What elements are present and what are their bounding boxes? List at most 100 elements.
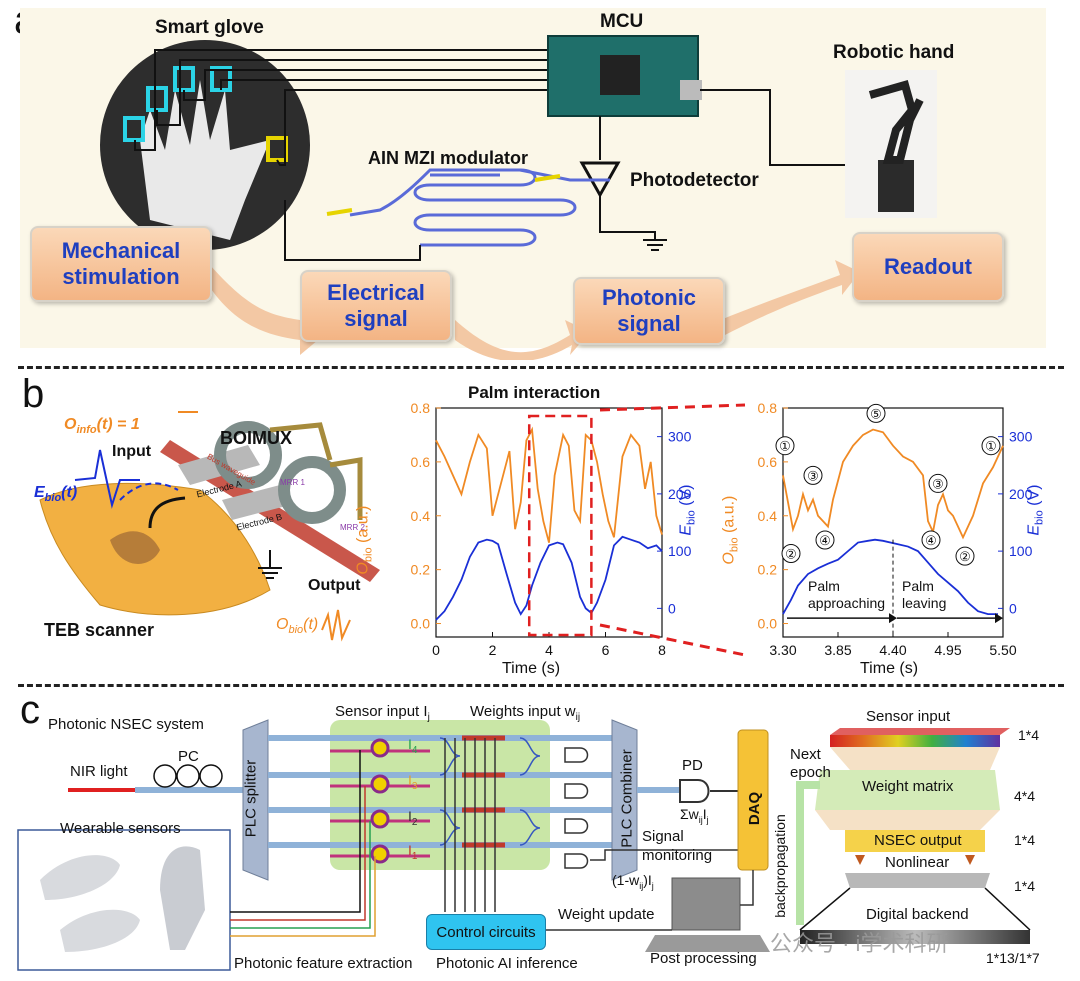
chart1-xtick-label: 8 <box>658 642 666 658</box>
sensor-wires <box>230 750 376 937</box>
digital-backend-bar <box>800 930 1030 944</box>
plc-combiner-label: PLC Combiner <box>618 749 636 848</box>
chart1-series-e-bio <box>435 535 663 621</box>
chart2-yltick-label: 0.6 <box>758 454 778 470</box>
electrode-b <box>222 485 290 520</box>
smart-glove-label: Smart glove <box>155 17 264 38</box>
control-wires <box>444 738 496 912</box>
flow-box-readout-text: Readout <box>884 253 972 279</box>
chart2-state-marker-label: ② <box>959 549 971 564</box>
chart2-state-marker <box>775 436 795 456</box>
o-info-sub: info <box>76 424 97 437</box>
sensor-input-ij-sub: j <box>427 712 430 723</box>
sum-w-label: ΣwijIj <box>680 806 709 825</box>
i3-main: I <box>408 772 412 788</box>
flow-box-mechanical-text: Mechanical stimulation <box>61 237 181 289</box>
chart2-yrtick-label: 200 <box>1009 486 1033 502</box>
i4-label: I4 <box>408 736 417 756</box>
dim-sensor-input: 1*4 <box>1018 727 1040 743</box>
plc-combiner-body <box>611 719 638 881</box>
boimux-diagram <box>39 411 380 642</box>
one-minus-sub: ij <box>639 880 644 891</box>
chart2-xtick-label: 4.40 <box>879 642 906 658</box>
nsec-system-label: Photonic NSEC system <box>48 716 204 733</box>
chart1-yltick-label: 0.8 <box>411 400 431 416</box>
o-bio-sub: bio <box>288 624 304 637</box>
boimux-label: BOIMUX <box>220 428 292 448</box>
o-bio-rest: (t) <box>303 616 319 633</box>
teb-scanner-label: TEB scanner <box>44 620 155 640</box>
divider-bc <box>18 684 1064 687</box>
wearable-shoe-2 <box>60 909 140 952</box>
one-minus-main: (1-w <box>612 872 640 888</box>
modulator-label: AIN MZI modulator <box>368 148 528 168</box>
flow-box-mechanical: Mechanical stimulation <box>30 226 212 302</box>
o-info-rest: (t) = 1 <box>96 416 140 433</box>
chart2-yrtick-label: 100 <box>1009 543 1033 559</box>
nonlinear-bar <box>845 873 990 888</box>
signal-monitoring-label: Signal monitoring <box>642 828 713 864</box>
post-processing-label: Post processing <box>650 950 757 967</box>
sensor-input-ij-label: Sensor input Ij <box>335 703 430 723</box>
i2-sub: 2 <box>411 816 418 828</box>
sum-w-sub1: ij <box>698 814 703 825</box>
daq-label: DAQ <box>746 791 764 826</box>
chart1-yrtick-label: 200 <box>668 486 692 502</box>
sensor-input-ij-text: Sensor input I <box>335 703 428 720</box>
flow-arrows <box>205 260 860 360</box>
chart2-state-marker-label: ① <box>985 439 997 454</box>
e-bio-sub: bio <box>44 492 62 505</box>
plc-splitter-label: PLC splitter <box>242 759 260 838</box>
chart2-state-marker-label: ① <box>779 439 791 454</box>
i3-sub: 3 <box>411 780 418 792</box>
pd-label: PD <box>682 757 703 774</box>
mrr2-label: MRR 2 <box>340 523 365 532</box>
mrr2 <box>278 456 346 524</box>
flow-box-electrical: Electrical signal <box>300 270 452 342</box>
chart1-zoom-box <box>527 414 593 637</box>
nir-light-label: NIR light <box>70 763 128 780</box>
weights-input-text: Weights input w <box>470 703 576 720</box>
flow-box-photonic-text: Photonic signal <box>601 284 697 336</box>
wearable-shoe-1 <box>40 855 120 900</box>
chart1-xtick-label: 2 <box>489 642 497 658</box>
chart1-xtick-label: 0 <box>432 642 440 658</box>
chart2-state-marker-label: ② <box>785 546 797 561</box>
chart2-state-marker <box>815 530 835 550</box>
one-minus-rest: )I <box>643 872 652 888</box>
pc-label: PC <box>178 748 199 765</box>
sensor-input-bar <box>830 735 1000 747</box>
chart2-state-marker <box>955 546 975 566</box>
chart2-yltick-label: 0.0 <box>758 616 778 632</box>
sum-w-sub2: j <box>706 814 709 825</box>
robotic-hand-label: Robotic hand <box>833 42 955 63</box>
chart1-yrtick-label: 0 <box>668 600 676 616</box>
wearable-label: Wearable sensors <box>60 820 181 837</box>
chart2-state-marker <box>866 403 886 423</box>
e-bio-main: E <box>34 484 45 501</box>
nsec-output-bar <box>845 830 985 852</box>
input-rings <box>370 738 390 864</box>
chart2-xtick-label: 3.85 <box>824 642 851 658</box>
i4-main: I <box>408 736 412 752</box>
output-label: Output <box>308 577 361 594</box>
one-minus-label: (1-wij)Ij <box>612 872 654 891</box>
pc-coils <box>153 764 223 788</box>
chart1-series-o-bio <box>435 426 663 543</box>
chart2-state-marker-label: ③ <box>807 468 819 483</box>
plc-splitter-body <box>242 719 269 881</box>
chart2-state-marker-label: ④ <box>819 533 831 548</box>
sensor-input-bar-top <box>830 728 1010 735</box>
mrr1 <box>214 421 282 489</box>
sensor-input-label: Sensor input <box>866 708 951 725</box>
b-ground-symbol <box>258 567 282 579</box>
panel-c-diagram <box>17 719 1031 971</box>
feature-extraction-label: Photonic feature extraction <box>234 955 413 972</box>
chart2-yltick-label: 0.2 <box>758 562 778 578</box>
palm-leaving-label: Palm leaving <box>902 578 947 611</box>
chart2-state-marker <box>803 465 823 485</box>
panel-letter-c: c <box>20 688 40 732</box>
dim-digital-backend: 1*13/1*7 <box>986 950 1040 966</box>
watermark: 公众号 · i学术科研 <box>770 931 949 956</box>
chart2-state-marker <box>921 530 941 550</box>
